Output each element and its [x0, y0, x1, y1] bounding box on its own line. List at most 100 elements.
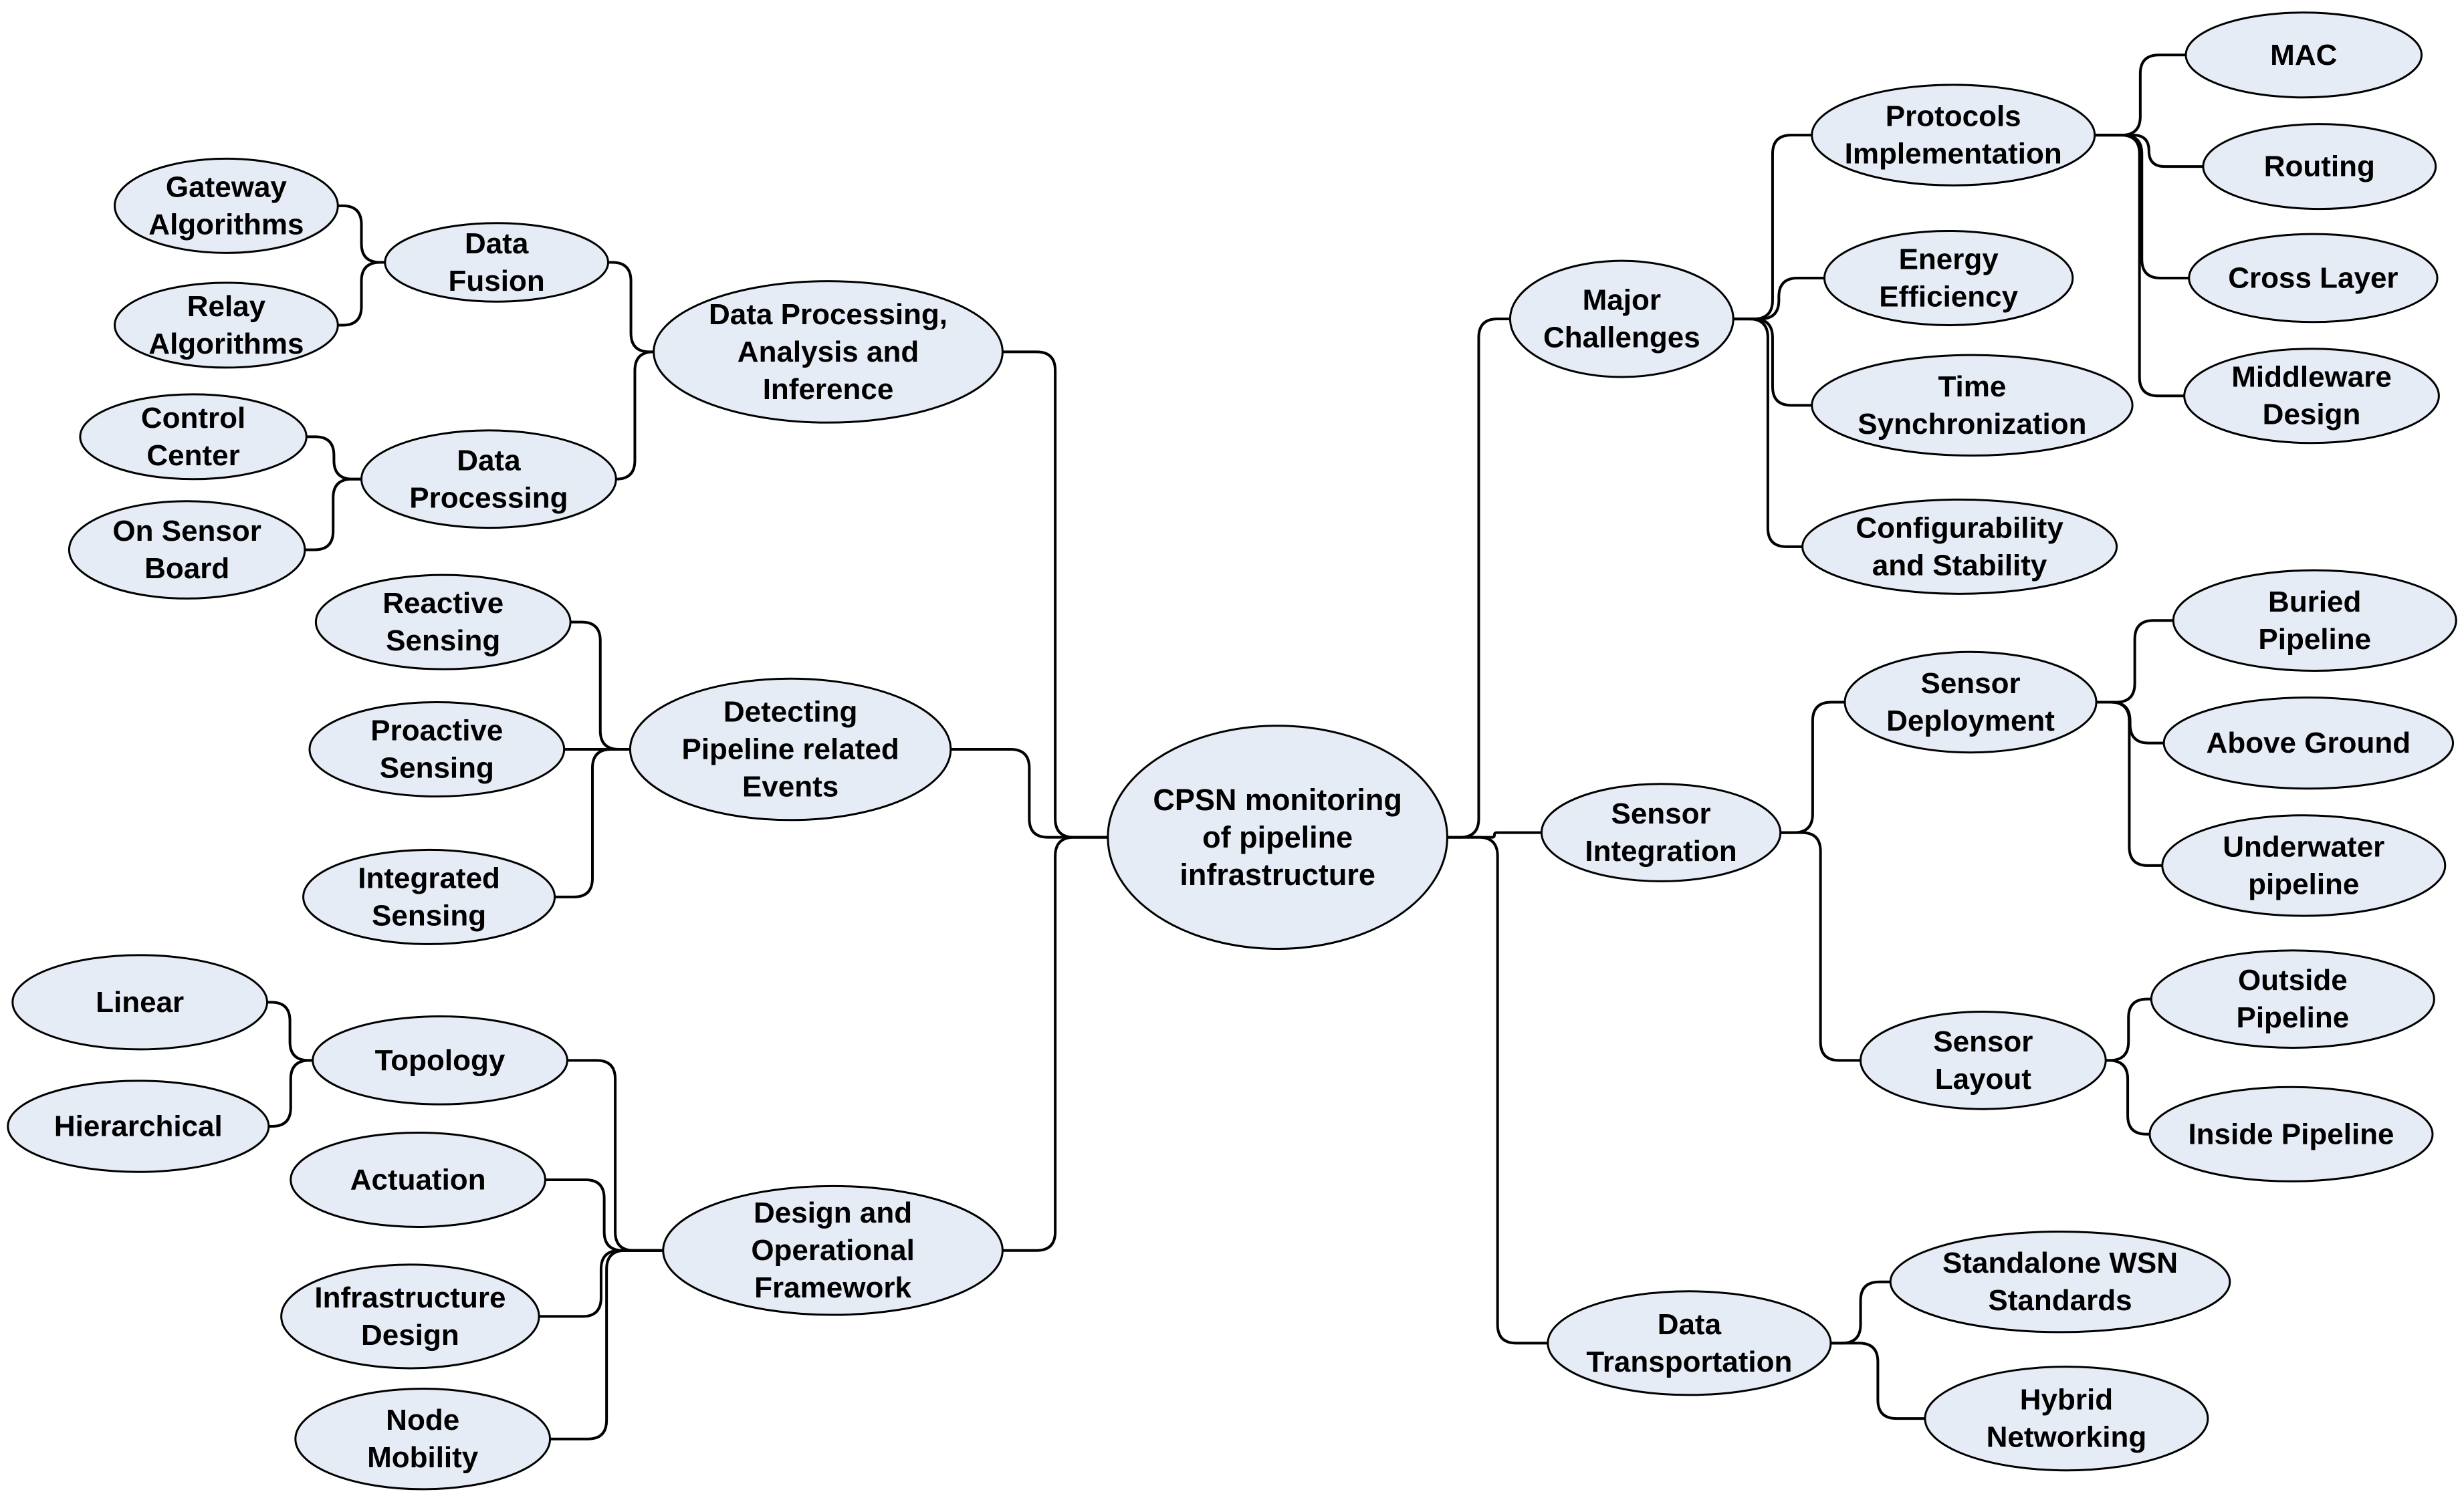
node-ellipse-sensor-deployment: [1843, 650, 2098, 754]
node-ellipse-data-processing: [360, 429, 617, 529]
node-label-topology-line-0: Topology: [375, 1044, 506, 1077]
node-mac: MAC: [2185, 11, 2423, 99]
node-label-proactive-sensing-line-0: Proactive: [370, 715, 503, 747]
connector-dpai-to-data-fusion: [608, 261, 654, 354]
node-ellipse-infrastructure-design: [280, 1263, 540, 1370]
node-label-dpai-line-1: Analysis and: [738, 336, 919, 368]
connector-major-challenges-to-protocols-implementation: [1733, 134, 1812, 321]
node-label-configurability-stability-line-0: Configurability: [1856, 511, 2063, 544]
connector-sensor-layout-to-inside-pipeline: [2106, 1059, 2150, 1136]
node-label-hybrid-networking-line-1: Networking: [1987, 1421, 2147, 1454]
connector-data-processing-to-control-center: [306, 435, 362, 481]
node-label-node-mobility-line-1: Mobility: [367, 1441, 479, 1474]
connector-protocols-implementation-to-middleware-design: [2094, 134, 2185, 398]
node-label-major-challenges-line-1: Challenges: [1543, 322, 1700, 354]
node-ellipse-buried-pipeline: [2172, 569, 2457, 672]
node-label-actuation-line-0: Actuation: [350, 1163, 486, 1196]
node-label-data-fusion-line-1: Fusion: [449, 265, 545, 297]
node-ellipse-data-fusion: [384, 222, 609, 303]
connector-data-transportation-to-hybrid-networking: [1830, 1342, 1925, 1420]
connector-topology-to-hierarchical: [268, 1059, 313, 1128]
node-label-routing-line-0: Routing: [2264, 150, 2375, 183]
node-label-control-center-line-1: Center: [146, 439, 239, 472]
node-label-data-transportation-line-1: Transportation: [1586, 1346, 1792, 1378]
node-label-configurability-stability-line-1: and Stability: [1872, 549, 2047, 582]
node-ellipse-reactive-sensing: [314, 574, 572, 670]
connector-detecting-events-to-reactive-sensing: [570, 620, 631, 751]
node-ellipse-major-challenges: [1508, 259, 1734, 378]
node-label-control-center-line-0: Control: [141, 402, 245, 434]
node-label-energy-efficiency-line-0: Energy: [1899, 243, 1999, 275]
node-label-root-line-2: infrastructure: [1180, 858, 1375, 892]
node-actuation: Actuation: [290, 1131, 546, 1228]
node-label-reactive-sensing-line-1: Sensing: [386, 624, 500, 657]
node-label-design-framework-line-0: Design and: [754, 1197, 912, 1229]
node-label-sensor-integration-line-0: Sensor: [1611, 797, 1710, 830]
node-label-design-framework-line-1: Operational: [751, 1234, 915, 1267]
node-ellipse-dpai: [653, 280, 1004, 424]
node-inside-pipeline: Inside Pipeline: [2148, 1086, 2434, 1182]
node-ellipse-cross-layer: [2188, 233, 2439, 324]
node-label-data-transportation-line-0: Data: [1658, 1308, 1722, 1341]
node-label-dpai-line-2: Inference: [763, 373, 894, 406]
node-label-inside-pipeline-line-0: Inside Pipeline: [2188, 1118, 2394, 1150]
connector-sensor-deployment-to-buried-pipeline: [2096, 619, 2174, 704]
node-label-dpai-line-0: Data Processing,: [709, 298, 947, 331]
node-label-time-synchronization-line-0: Time: [1938, 370, 2006, 403]
connector-root-to-detecting-events: [950, 748, 1108, 839]
node-label-energy-efficiency-line-1: Efficiency: [1879, 280, 2018, 313]
node-label-sensor-integration-line-1: Integration: [1585, 835, 1737, 868]
node-label-middleware-design-line-0: Middleware: [2231, 361, 2392, 394]
node-cross-layer: Cross Layer: [2188, 233, 2439, 324]
node-ellipse-middleware-design: [2183, 348, 2440, 445]
node-label-hierarchical-line-0: Hierarchical: [54, 1110, 223, 1143]
node-ellipse-linear: [11, 954, 269, 1051]
node-label-relay-algorithms-line-0: Relay: [187, 290, 266, 323]
node-label-protocols-implementation-line-1: Implementation: [1845, 138, 2062, 170]
node-ellipse-root: [1107, 725, 1448, 950]
node-ellipse-configurability-stability: [1801, 498, 2118, 595]
node-label-outside-pipeline-line-1: Pipeline: [2236, 1001, 2349, 1034]
node-ellipse-standalone-wsn: [1889, 1231, 2231, 1334]
node-above-ground: Above Ground: [2162, 696, 2455, 790]
connector-sensor-deployment-to-underwater-pipeline: [2096, 701, 2162, 867]
node-label-mac-line-0: MAC: [2270, 39, 2337, 72]
connector-root-to-design-framework: [1002, 836, 1108, 1252]
node-label-sensor-deployment-line-0: Sensor: [1920, 667, 2020, 700]
node-ellipse-time-synchronization: [1811, 354, 2134, 457]
connector-data-fusion-to-relay-algorithms: [338, 261, 385, 327]
node-ellipse-above-ground: [2162, 696, 2455, 790]
node-label-detecting-events-line-2: Events: [742, 771, 838, 803]
node-ellipse-detecting-events: [629, 677, 952, 822]
node-label-cross-layer-line-0: Cross Layer: [2228, 261, 2398, 294]
node-label-buried-pipeline-line-1: Pipeline: [2258, 623, 2371, 656]
node-linear: Linear: [11, 954, 269, 1051]
node-ellipse-proactive-sensing: [308, 701, 566, 798]
node-ellipse-sensor-integration: [1540, 783, 1782, 882]
node-hierarchical: Hierarchical: [7, 1080, 270, 1173]
connector-data-processing-to-on-sensor-board: [304, 477, 362, 551]
node-label-standalone-wsn-line-1: Standards: [1988, 1284, 2132, 1317]
node-label-above-ground-line-0: Above Ground: [2207, 727, 2411, 759]
node-label-sensor-layout-line-0: Sensor: [1933, 1025, 2033, 1058]
